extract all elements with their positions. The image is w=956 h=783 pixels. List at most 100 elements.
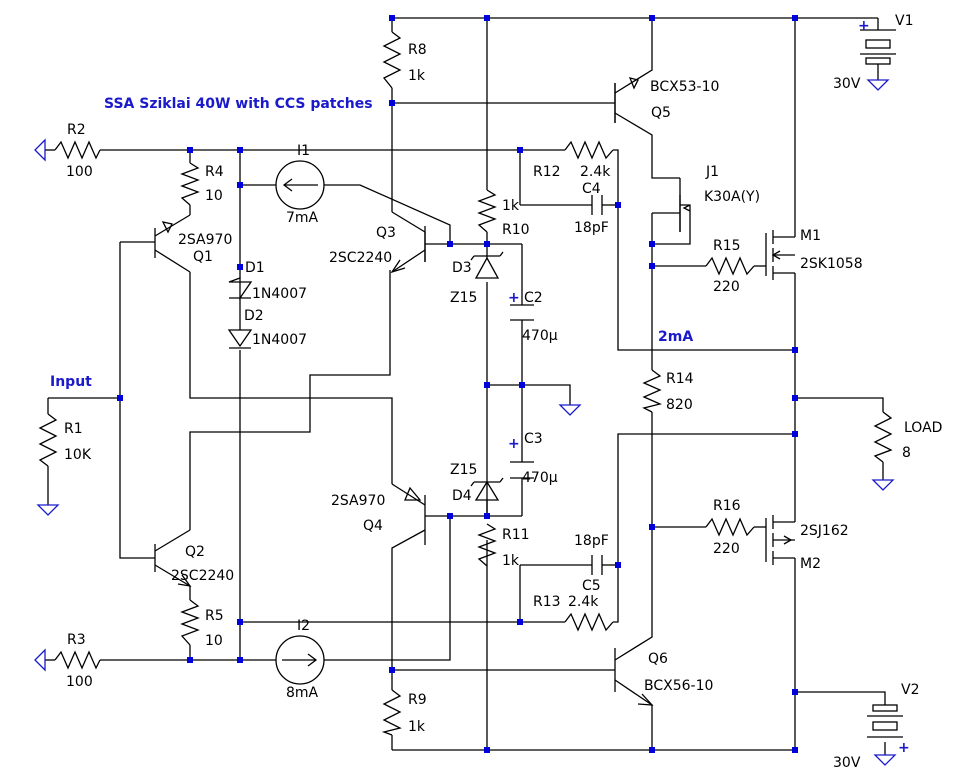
batteries (860, 29, 903, 738)
resistor-r8 (382, 31, 402, 89)
ground-icon-r1 (36, 504, 60, 516)
label-q3: Q3 (376, 225, 396, 241)
transistor-q3 (390, 226, 426, 274)
label-input: Input (50, 374, 92, 390)
value-q5: BCX53-10 (650, 79, 719, 95)
value-r4: 10 (205, 188, 223, 204)
resistor-r4 (180, 162, 200, 206)
label-r10: R10 (502, 222, 530, 238)
value-d2: 1N4007 (252, 332, 307, 348)
wires (45, 17, 886, 755)
label-v2: V2 (901, 682, 919, 698)
ground-icon-mid (558, 404, 582, 416)
schematic-title: SSA Sziklai 40W with CCS patches (104, 96, 373, 112)
capacitor-c2 (510, 304, 534, 321)
value-v2: 30V (833, 755, 861, 771)
polarity-c3: + (508, 436, 520, 452)
ground-icon-v1 (866, 79, 890, 91)
label-r3: R3 (67, 632, 86, 648)
resistor-load (873, 411, 893, 463)
label-r14: R14 (666, 371, 694, 387)
label-q5: Q5 (651, 105, 671, 121)
label-r4: R4 (205, 164, 224, 180)
value-c4: 18pF (574, 220, 609, 236)
value-q3: 2SC2240 (329, 250, 392, 266)
value-r11: 1k (502, 553, 520, 569)
transistors (154, 77, 796, 706)
ground-icon-v2 (873, 754, 897, 766)
value-c2: 470µ (522, 328, 558, 344)
resistor-r10 (477, 189, 497, 233)
value-r9: 1k (408, 719, 426, 735)
battery-v2 (867, 704, 903, 738)
capacitor-c5 (591, 555, 603, 575)
ground-icon-r3 (34, 648, 46, 672)
value-r2: 100 (66, 164, 93, 180)
label-q6: Q6 (648, 651, 668, 667)
label-v1: V1 (895, 13, 913, 29)
zener-d3 (470, 251, 504, 279)
value-load: 8 (902, 445, 911, 461)
label-c4: C4 (582, 181, 601, 197)
value-c5: 18pF (574, 533, 609, 549)
label-q1: Q1 (193, 249, 213, 265)
value-v1: 30V (833, 76, 861, 92)
current-source-i1 (275, 160, 325, 210)
labels: SSA Sziklai 40W with CCS patches Input 2… (50, 13, 942, 771)
polarity-v1: + (858, 18, 870, 34)
ground-icon-r2 (34, 138, 46, 162)
transistor-q6 (637, 693, 654, 706)
diode-d2 (227, 329, 253, 349)
value-q1: 2SA970 (178, 232, 232, 248)
current-sources (275, 160, 325, 685)
resistor-r1 (38, 413, 58, 467)
label-c2: C2 (524, 290, 543, 306)
mosfet-m1 (765, 230, 796, 280)
label-current-2ma: 2mA (658, 329, 693, 345)
resistor-r14 (642, 369, 663, 413)
label-r11: R11 (502, 527, 530, 543)
resistors (38, 31, 893, 736)
polarity-c2: + (508, 290, 520, 306)
label-m2: M2 (800, 556, 821, 572)
resistor-r9 (381, 689, 402, 736)
transistor-q5 (614, 77, 639, 123)
label-load: LOAD (904, 420, 942, 436)
resistor-r2 (54, 140, 101, 160)
polarity-v2: + (898, 740, 910, 756)
grounds (34, 79, 897, 766)
label-c3: C3 (524, 431, 543, 447)
label-r1: R1 (64, 421, 83, 437)
value-r8: 1k (408, 68, 426, 84)
resistor-r11 (477, 523, 497, 567)
battery-v1 (860, 29, 896, 65)
value-q4: 2SA970 (331, 493, 385, 509)
label-r5: R5 (205, 608, 224, 624)
transistor-q1 (154, 214, 191, 273)
value-m1: 2SK1058 (800, 256, 863, 272)
value-r12: 2.4k (580, 164, 611, 180)
junctions (117, 15, 798, 753)
capacitors (510, 195, 603, 575)
label-c5: C5 (582, 578, 601, 594)
label-i2: I2 (297, 618, 310, 634)
value-r15: 220 (713, 279, 740, 295)
label-j1: J1 (705, 164, 719, 180)
capacitor-c3 (510, 461, 534, 479)
resistor-r16 (705, 517, 755, 537)
label-d3: D3 (452, 260, 472, 276)
current-source-i2 (275, 635, 325, 685)
label-q4: Q4 (363, 518, 383, 534)
resistor-r5 (180, 599, 200, 646)
jfet-j1 (679, 195, 691, 232)
label-r16: R16 (713, 498, 741, 514)
value-r14: 820 (666, 397, 693, 413)
resistor-r12 (564, 140, 614, 160)
label-r15: R15 (713, 238, 741, 254)
value-r13: 2.4k (568, 594, 599, 610)
value-r3: 100 (66, 674, 93, 690)
diode-d1 (228, 277, 253, 301)
value-q6: BCX56-10 (644, 678, 713, 694)
value-i2: 8mA (286, 685, 319, 701)
